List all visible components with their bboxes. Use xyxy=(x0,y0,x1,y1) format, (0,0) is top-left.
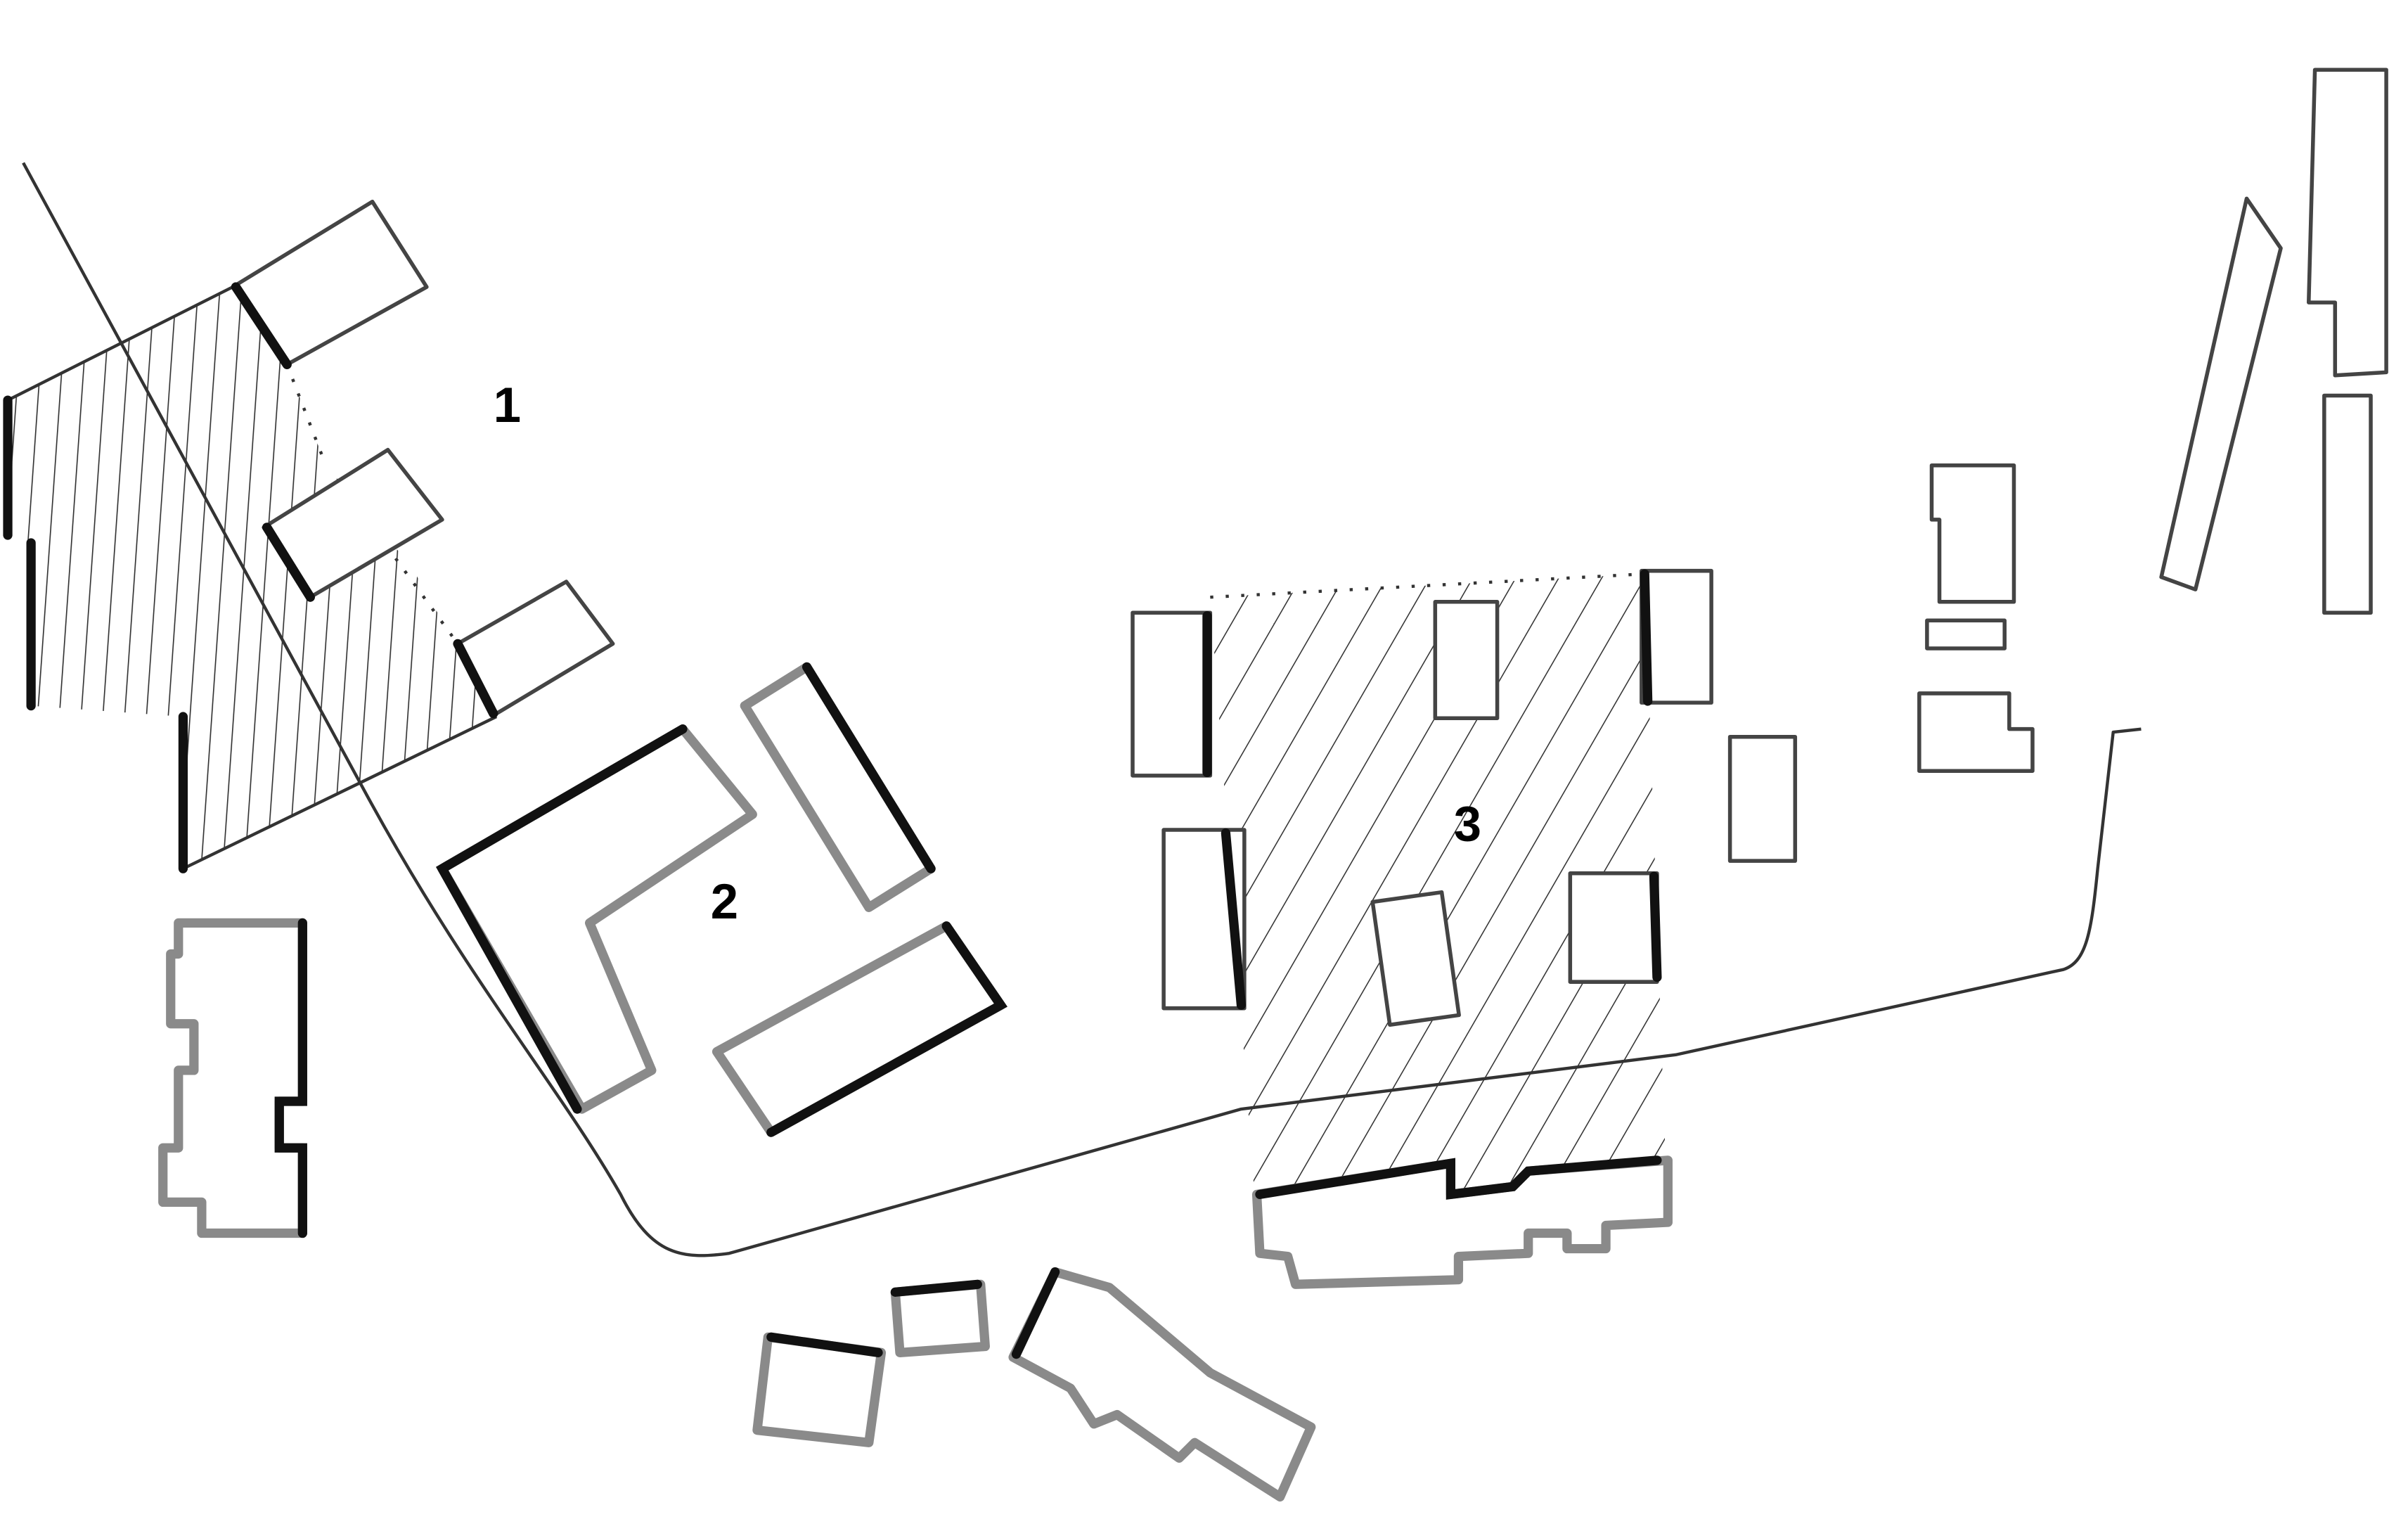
zone-2-label: 2 xyxy=(711,873,738,929)
zone-3-buildings xyxy=(1131,568,1713,1289)
west-building xyxy=(158,918,307,1238)
zone-1-hatched-area xyxy=(3,286,498,873)
zone-1-buildings xyxy=(231,199,615,719)
road-line xyxy=(22,162,2142,1257)
south-buildings xyxy=(752,1267,1316,1502)
east-buildings xyxy=(1727,68,2388,863)
zone-1-label: 1 xyxy=(494,377,521,433)
zone-3-label: 3 xyxy=(1454,795,1481,851)
zone-2-buildings xyxy=(435,662,1007,1137)
